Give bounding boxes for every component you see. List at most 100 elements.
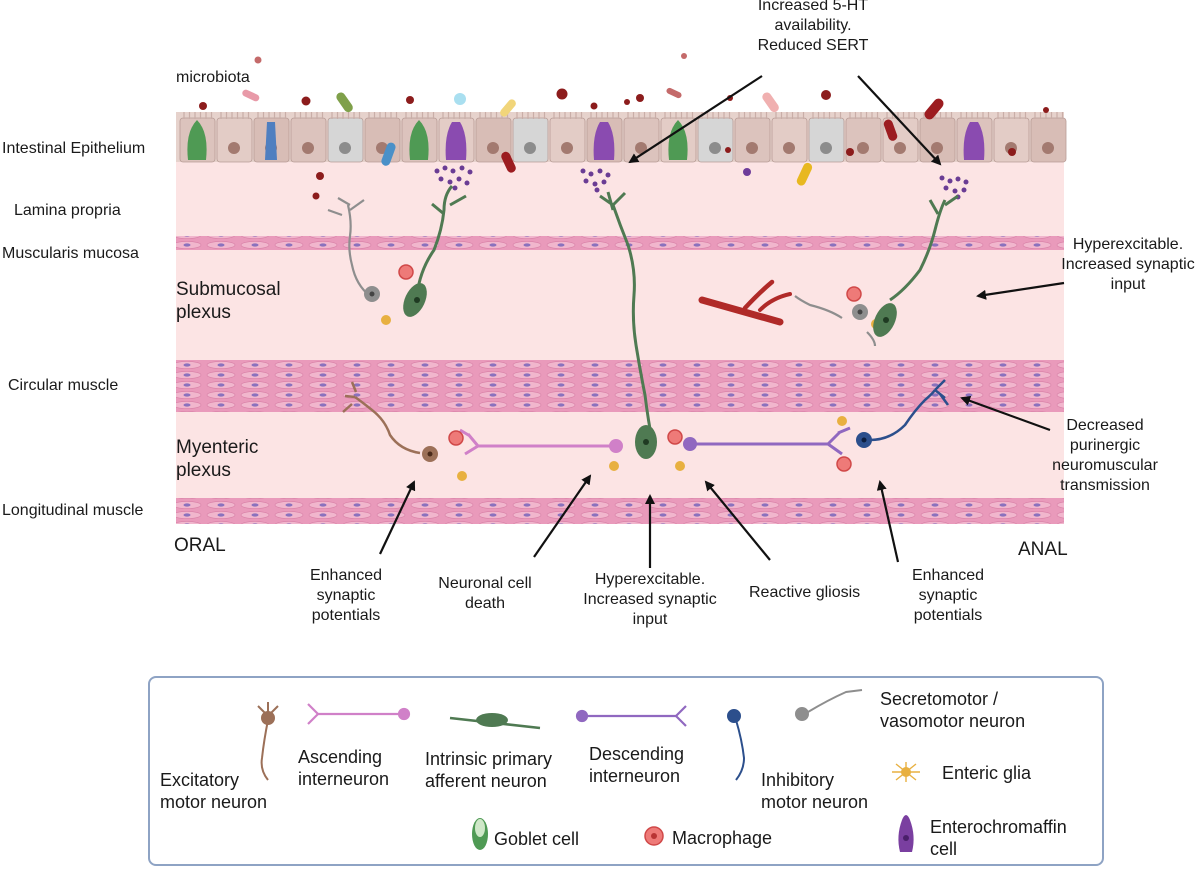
cell-nucleus — [524, 142, 536, 154]
legend-ipan-icon — [449, 713, 541, 730]
cell-nucleus — [228, 142, 240, 154]
annotation-purinergic-line-4: transmission — [1060, 477, 1150, 494]
legend-ascending-label: Ascending interneuron — [298, 746, 389, 790]
legend-glia-label: Enteric glia — [942, 763, 1032, 783]
annotation-enhanced-left-line-3: potentials — [311, 607, 381, 624]
legend-goblet-icon — [472, 818, 488, 850]
annotation-enhanced-right: Enhanced synaptic potentials — [898, 566, 998, 626]
annotation-purinergic-line-3: neuromuscular — [1052, 457, 1158, 474]
legend-secretomotor-line-1: Secretomotor / — [880, 689, 999, 709]
legend-enterochromaffin-line-2: cell — [930, 839, 958, 859]
cell-nucleus — [746, 142, 758, 154]
longitudinal-muscle-band — [176, 498, 1064, 524]
legend-excitatory-line-2: motor neuron — [160, 792, 268, 812]
cell-nucleus — [783, 142, 795, 154]
annotation-hyper-submucosal-line-1: Hyperexcitable. — [1072, 236, 1184, 253]
annotation-cell-death-line-1: Neuronal cell — [438, 575, 532, 592]
annotation-hyper-submucosal-line-2: Increased synaptic — [1061, 256, 1195, 273]
annotation-hyper-myenteric-line-1: Hyperexcitable. — [594, 571, 706, 588]
circular-muscle-label: Circular muscle — [8, 377, 119, 394]
epithelial-cell — [216, 117, 253, 163]
myenteric-plexus-label-2: plexus — [176, 460, 231, 481]
epithelial-cell — [771, 117, 808, 163]
epithelial-cell — [808, 117, 845, 163]
annotation-enhanced-left: Enhanced synaptic potentials — [296, 566, 396, 626]
epithelial-cell — [475, 117, 512, 163]
descending-interneuron — [690, 426, 851, 456]
annotation-5ht-line-3: Reduced SERT — [757, 37, 869, 54]
enterochromaffin-cell — [593, 122, 615, 160]
annotation-arrows — [379, 75, 1065, 568]
goblet-cell — [409, 120, 429, 160]
cell-nucleus — [302, 142, 314, 154]
legend-descending-line-2: interneuron — [589, 766, 681, 786]
epithelial-cell — [993, 117, 1030, 163]
epithelial-cell — [290, 117, 327, 163]
epithelial-cell — [549, 117, 586, 163]
epithelial-cell — [327, 117, 364, 163]
enteric-glia — [381, 315, 881, 481]
serotonin-granules — [434, 165, 969, 200]
legend-box — [148, 676, 1104, 866]
goblet-cell — [187, 120, 207, 160]
legend-secretomotor-line-2: vasomotor neuron — [880, 711, 1026, 731]
legend-enterochromaffin-icon — [898, 815, 914, 852]
longitudinal-muscle-label: Longitudinal muscle — [2, 502, 144, 519]
annotation-hyper-submucosal-line-3: input — [1110, 276, 1146, 293]
cell-nucleus — [1042, 142, 1054, 154]
myenteric-plexus-label-1: Myenteric — [176, 437, 259, 458]
legend-inhibitory-line-1: Inhibitory — [761, 770, 835, 790]
annotation-enhanced-left-line-1: Enhanced — [309, 567, 383, 584]
neuron-somas — [364, 283, 897, 462]
lamina-propria-label: Lamina propria — [14, 202, 121, 219]
legend-enterochromaffin-line-1: Enterochromaffin — [930, 817, 1067, 837]
legend-goblet-label: Goblet cell — [494, 829, 580, 849]
epithelial-cell — [512, 117, 549, 163]
ascending-interneuron — [459, 428, 618, 456]
legend-excitatory-icon — [257, 702, 279, 781]
annotation-enhanced-right-line-1: Enhanced — [911, 567, 985, 584]
annotation-enhanced-right-line-2: synaptic — [918, 587, 978, 604]
annotation-gliosis: Reactive gliosis — [749, 584, 861, 601]
epithelial-cell — [364, 117, 401, 163]
epithelium-label: Intestinal Epithelium — [2, 140, 146, 157]
secretomotor-neurons — [327, 197, 877, 347]
muscularis-mucosa-label: Muscularis mucosa — [2, 245, 139, 262]
legend-ascending-line-1: Ascending — [298, 747, 383, 767]
ipan-processes — [415, 185, 959, 446]
epithelial-cell — [623, 117, 660, 163]
submucosal-plexus-label-1: Submucosal — [176, 279, 281, 300]
anal-label: ANAL — [1018, 539, 1068, 560]
legend-ipan-line-1: Intrinsic primary — [425, 749, 553, 769]
cell-nucleus — [487, 142, 499, 154]
annotation-hyper-myenteric: Hyperexcitable. Increased synaptic input — [570, 570, 730, 630]
legend-excitatory-line-1: Excitatory — [160, 770, 240, 790]
excitatory-motor-neuron — [342, 381, 421, 455]
annotation-purinergic-line-2: purinergic — [1069, 437, 1141, 454]
legend-descending-label: Descending interneuron — [589, 743, 684, 787]
enterochromaffin-cell — [445, 122, 467, 160]
annotation-cell-death: Neuronal cell death — [425, 574, 545, 614]
legend-descending-line-1: Descending — [589, 744, 685, 764]
legend-glia-icon — [892, 762, 920, 782]
legend-excitatory-label: Excitatory motor neuron — [160, 769, 267, 813]
annotation-hyper-myenteric-line-2: Increased synaptic — [583, 591, 717, 608]
legend-macrophage-icon — [644, 826, 664, 846]
cell-nucleus — [709, 142, 721, 154]
cell-nucleus — [857, 142, 869, 154]
annotation-cell-death-line-2: death — [464, 595, 506, 612]
annotation-hyper-myenteric-line-3: input — [632, 611, 668, 628]
legend-ipan-label: Intrinsic primary afferent neuron — [425, 748, 552, 792]
legend-inhibitory-label: Inhibitory motor neuron — [761, 769, 868, 813]
annotation-5ht-line-2: availability. — [774, 17, 852, 34]
cell-nucleus — [635, 142, 647, 154]
legend-macrophage-label: Macrophage — [672, 828, 773, 848]
cell-nucleus — [561, 142, 573, 154]
oral-label: ORAL — [174, 535, 226, 556]
legend-secretomotor-icon — [795, 689, 863, 721]
epithelial-cell — [1030, 117, 1067, 163]
annotation-enhanced-right-line-3: potentials — [913, 607, 983, 624]
annotation-hyper-submucosal: Hyperexcitable. Increased synaptic input — [1058, 235, 1198, 295]
legend-secretomotor-label: Secretomotor / vasomotor neuron — [880, 688, 1025, 732]
